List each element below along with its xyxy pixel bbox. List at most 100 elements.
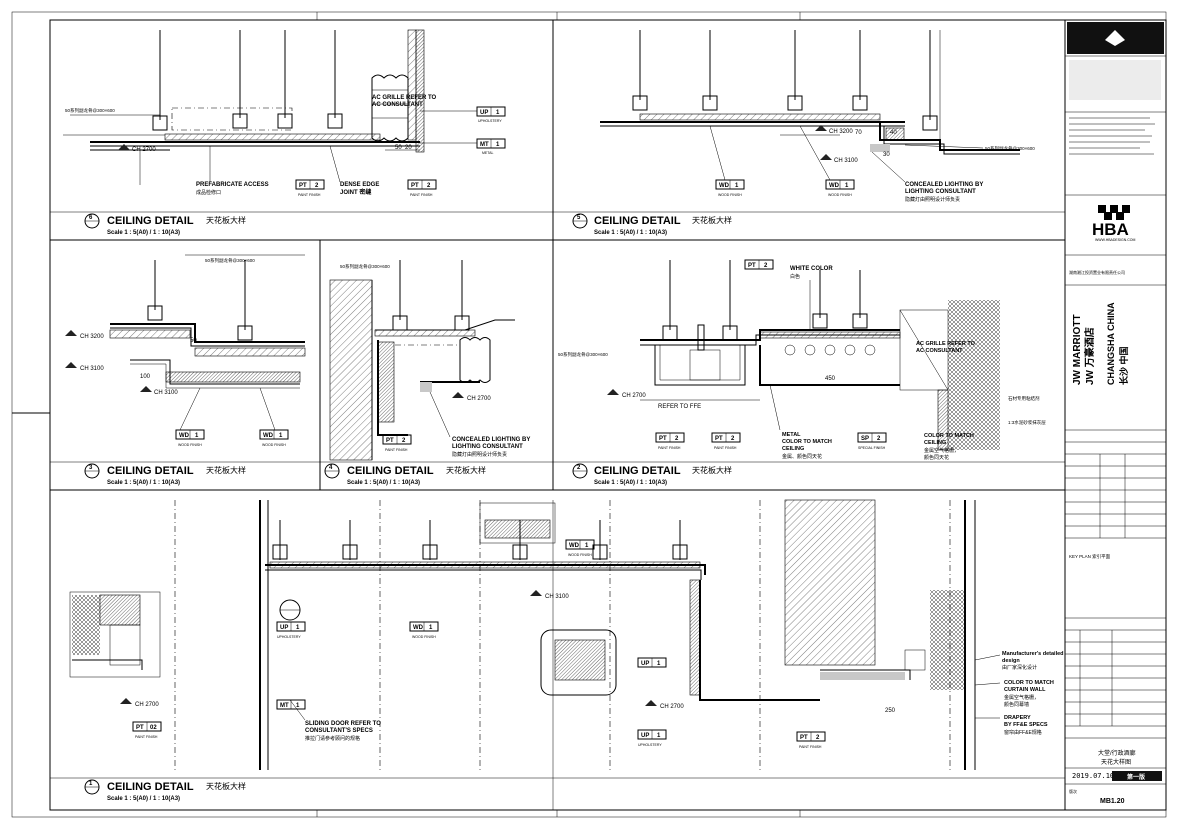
dim-250: 250 — [885, 708, 896, 714]
svg-text:1: 1 — [296, 625, 300, 631]
detail-title-cn: 天花板大样 — [206, 465, 246, 475]
drawing-title-2: 天花大样图 — [1101, 758, 1131, 766]
svg-text:PT: PT — [800, 735, 808, 741]
project-location-cn: 长沙 中国 — [1118, 346, 1129, 385]
dim-40: 40 — [890, 130, 897, 136]
sheet-number: MB1.20 — [1100, 798, 1125, 805]
detail-title-cn: 天花板大样 — [206, 781, 246, 791]
approval-table — [1065, 441, 1166, 539]
hba-logo-icon — [1098, 205, 1130, 220]
level-ch2700: CH 2700 — [135, 702, 159, 708]
svg-text:WD: WD — [179, 433, 190, 439]
keyplan-label: KEY PLAN 索引平面 — [1069, 553, 1111, 560]
svg-text:2: 2 — [877, 436, 881, 442]
dim-30: 30 — [883, 152, 890, 158]
svg-text:PAINT FINISH: PAINT FINISH — [799, 745, 822, 749]
svg-text:2: 2 — [315, 183, 319, 189]
note-sliding-door-2: CONSULTANT'S SPECS — [305, 728, 373, 734]
detail-4-drawing: 50系列副龙骨@300×600 CH 2700 CONCEALED LIGHTI… — [329, 260, 530, 461]
svg-text:1: 1 — [89, 781, 93, 787]
svg-text:PT: PT — [136, 725, 144, 731]
note-concealed: CONCEALED LIGHTING BY — [452, 437, 530, 443]
note-stone-adhesive: 石材专用粘结剂 — [1008, 395, 1040, 402]
svg-text:2: 2 — [731, 436, 735, 442]
project-name-en: JW MARRIOTT — [1072, 314, 1083, 385]
note-curtain: COLOR TO MATCH — [1004, 680, 1054, 686]
level-ch3100: CH 3100 — [834, 158, 858, 164]
detail-title-6: 6 CEILING DETAIL 天花板大样 Scale 1 : 5(A0) /… — [84, 213, 246, 236]
svg-text:PT: PT — [411, 183, 419, 189]
svg-text:1: 1 — [195, 433, 199, 439]
detail-title-cn: 天花板大样 — [206, 215, 246, 225]
detail-scale: Scale 1 : 5(A0) / 1 : 10(A3) — [594, 230, 667, 236]
note-joint: JOINT 密缝 — [340, 188, 371, 196]
note-curtain-cn-2: 颜色同幕墙 — [1004, 701, 1029, 708]
note-color-match: COLOR TO MATCH — [924, 433, 974, 439]
note-curtain-2: CURTAIN WALL — [1004, 687, 1046, 693]
detail-scale: Scale 1 : 5(A0) / 1 : 10(A3) — [107, 796, 180, 802]
note-ac-grille: AC GRILLE REFER TO — [372, 95, 437, 101]
note-dense-edge: DENSE EDGE — [340, 182, 379, 188]
svg-text:UP: UP — [641, 733, 649, 739]
detail-title-3: 3 CEILING DETAIL 天花板大样 Scale 1 : 5(A0) /… — [84, 463, 246, 486]
note-mortar: 1:3水泥砂浆抹灰层 — [1008, 419, 1046, 426]
svg-text:UPHOLSTERY: UPHOLSTERY — [638, 743, 662, 747]
note-sliding-door-cn: 推拉门请参考顾问的规格 — [305, 735, 360, 742]
dim-70: 70 — [855, 130, 862, 136]
fine-print — [1069, 117, 1155, 155]
svg-text:UP: UP — [280, 625, 288, 631]
detail-3-drawing: 50系列副龙骨@300×600 50 100 CH 3200 CH 3100 C… — [65, 254, 306, 447]
border-ticks — [316, 12, 801, 817]
detail-title-cn: 天花板大样 — [692, 215, 732, 225]
detail-scale: Scale 1 : 5(A0) / 1 : 10(A3) — [107, 480, 180, 486]
svg-text:6: 6 — [89, 215, 93, 221]
svg-text:MT: MT — [480, 142, 489, 148]
svg-text:PAINT FINISH: PAINT FINISH — [135, 735, 158, 739]
svg-text:PT: PT — [748, 263, 756, 269]
drawing-date: 2019.07.10 — [1072, 772, 1114, 780]
detail-title-4: 4 CEILING DETAIL 天花板大样 Scale 1 : 5(A0) /… — [324, 463, 486, 486]
svg-text:2: 2 — [427, 183, 431, 189]
svg-text:3: 3 — [89, 465, 93, 471]
svg-text:PAINT FINISH: PAINT FINISH — [410, 193, 433, 197]
note-concealed-cn: 隐藏灯由照明设计师负责 — [905, 196, 960, 203]
svg-text:2: 2 — [577, 465, 581, 471]
note-keel: 50系列副龙骨@300×600 — [558, 351, 608, 358]
svg-text:2: 2 — [764, 263, 768, 269]
note-keel: 50系列副龙骨@300×600 — [985, 145, 1035, 152]
note-concealed: CONCEALED LIGHTING BY — [905, 182, 983, 188]
note-drapery-cn: 窗帘由FF&E规格 — [1004, 729, 1042, 736]
level-ch3100: CH 3100 — [80, 366, 104, 372]
svg-text:UP: UP — [641, 661, 649, 667]
note-drapery-2: BY FF&E SPECS — [1004, 722, 1048, 728]
svg-text:WD: WD — [569, 543, 580, 549]
svg-text:PAINT FINISH: PAINT FINISH — [385, 448, 408, 452]
dim-450: 450 — [825, 376, 836, 382]
level-ch3100: CH 3100 — [154, 390, 178, 396]
note-metal-cn: 金属、颜色同天花 — [782, 453, 822, 460]
svg-text:1: 1 — [657, 733, 661, 739]
note-prefab-access: PREFABRICATE ACCESS — [196, 182, 269, 188]
dim-50: 50 — [190, 338, 197, 344]
note-keel: 50系列副龙骨@300×600 — [340, 263, 390, 270]
note-curtain-cn: 金属空气格栅， — [1004, 694, 1039, 701]
project-name-cn: JW 万豪酒店 — [1083, 327, 1096, 385]
level-ch3100: CH 3100 — [545, 594, 569, 600]
svg-text:WOOD FINISH: WOOD FINISH — [262, 443, 286, 447]
level-ch2700: CH 2700 — [467, 396, 491, 402]
note-white-color: WHITE COLOR — [790, 266, 833, 272]
svg-text:2: 2 — [675, 436, 679, 442]
note-ac-grille: AC GRILLE REFER TO — [916, 341, 976, 347]
note-ac-consultant: AC CONSULTANT — [372, 102, 423, 108]
tag-pt: PT 2 PAINT FINISH — [407, 179, 437, 197]
drawing-version: 第一版 — [1126, 773, 1145, 781]
detail-title: CEILING DETAIL — [107, 781, 194, 793]
svg-text:SP: SP — [861, 436, 869, 442]
note-manufacturer-2: design — [1002, 658, 1020, 664]
